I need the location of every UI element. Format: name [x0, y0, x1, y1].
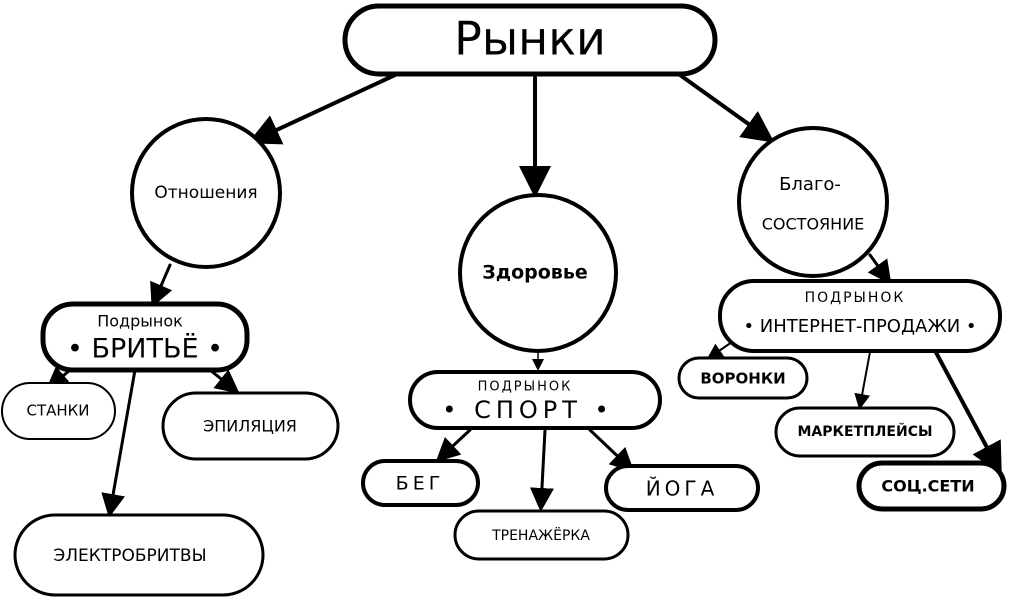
submarket-label: • СПОРТ •	[442, 396, 613, 424]
category-wealth: Благо- СОСТОЯНИЕ	[737, 126, 889, 278]
leaf-social-networks: СОЦ.СЕТИ	[856, 460, 1007, 512]
edge-shaving-electric	[101, 368, 137, 518]
submarket-label: • БРИТЬЁ •	[67, 333, 223, 365]
submarket-prefix: Подрынок	[97, 312, 183, 331]
category-label-line1: Благо-	[779, 174, 841, 195]
leaf-yoga: ЙОГА	[604, 464, 760, 512]
leaf-label: МАРКЕТПЛЕЙСЫ	[798, 423, 933, 440]
category-relations: Отношения	[130, 117, 282, 269]
leaf-label: ЭЛЕКТРОБРИТВЫ	[53, 546, 206, 566]
leaf-razors: СТАНКИ	[1, 382, 116, 440]
submarket-prefix: ПОДРЫНОК	[478, 380, 573, 395]
edges	[45, 73, 1002, 518]
leaf-label: ТРЕНАЖЁРКА	[491, 526, 590, 544]
category-health: Здоровье	[458, 193, 618, 353]
category-label-line2: СОСТОЯНИЕ	[762, 215, 865, 234]
edge-relations-shaving	[150, 263, 173, 308]
leaf-label: БЕГ	[396, 473, 445, 495]
edge-sport-yoga	[588, 428, 635, 473]
category-label: Отношения	[154, 183, 257, 203]
root-node: Рынки	[342, 3, 718, 77]
edge-wealth-internet	[867, 253, 892, 285]
edge-internet-marketplaces	[854, 351, 871, 410]
edge-root-relations	[247, 73, 397, 145]
leaf-gym: ТРЕНАЖЁРКА	[453, 509, 630, 561]
leaf-label: ЙОГА	[646, 477, 719, 501]
category-label: Здоровье	[482, 262, 587, 284]
leaf-label: ЭПИЛЯЦИЯ	[203, 417, 297, 436]
leaf-label: СОЦ.СЕТИ	[881, 477, 974, 496]
submarket-shaving: Подрынок • БРИТЬЁ •	[40, 301, 250, 373]
submarket-label: • ИНТЕРНЕТ-ПРОДАЖИ •	[743, 316, 976, 337]
edge-internet-social	[930, 343, 1002, 476]
leaf-funnels: ВОРОНКИ	[677, 356, 809, 400]
leaf-marketplaces: МАРКЕТПЛЕЙСЫ	[774, 406, 956, 458]
leaf-epilation: ЭПИЛЯЦИЯ	[161, 391, 340, 461]
leaf-electric-shavers: ЭЛЕКТРОБРИТВЫ	[13, 513, 265, 597]
edge-sport-gym	[529, 428, 554, 512]
root-label: Рынки	[454, 12, 606, 66]
leaf-label: СТАНКИ	[26, 402, 89, 420]
edge-sport-running	[435, 428, 472, 463]
submarket-prefix: ПОДРЫНОК	[805, 290, 906, 306]
submarket-sport: ПОДРЫНОК • СПОРТ •	[408, 370, 662, 430]
leaf-label: ВОРОНКИ	[700, 370, 785, 388]
edge-root-wealth	[678, 73, 775, 143]
leaf-running: БЕГ	[361, 459, 480, 507]
edge-shaving-epilation	[208, 368, 240, 394]
submarket-internet-sales: ПОДРЫНОК • ИНТЕРНЕТ-ПРОДАЖИ •	[718, 279, 1002, 353]
